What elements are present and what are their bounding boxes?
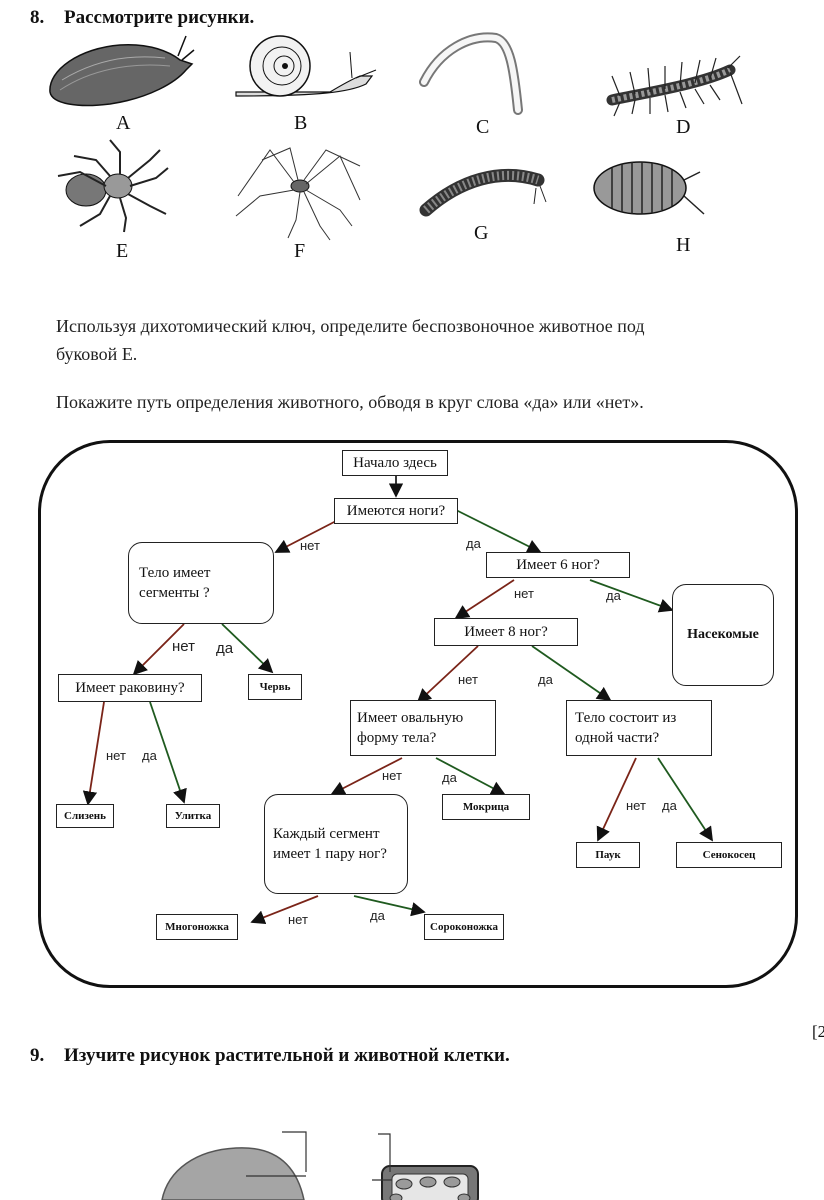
key-eight-legs: Имеет 8 ног?	[434, 618, 578, 646]
label-no-pair: нет	[288, 912, 308, 927]
key-insects: Насекомые	[672, 584, 774, 686]
label-no-shell: нет	[106, 748, 126, 763]
animal-label-g: G	[474, 222, 489, 244]
worm-icon	[419, 32, 523, 115]
question-8-number: 8.	[30, 7, 45, 28]
key-pair-of-legs-line2: имеет 1 пару ног?	[273, 846, 387, 862]
key-has-legs: Имеются ноги?	[334, 498, 458, 524]
label-yes-pair: да	[370, 908, 385, 923]
key-pair-of-legs: Каждый сегмент имеет 1 пару ног?	[264, 794, 408, 894]
key-millipede: Многоножка	[156, 914, 238, 940]
animal-label-h: H	[676, 234, 691, 256]
label-no-one-part: нет	[626, 798, 646, 813]
slug-icon	[49, 35, 195, 107]
label-no-oval: нет	[382, 768, 402, 783]
label-yes-eight: да	[538, 672, 553, 687]
key-oval-body: Имеет овальную форму тела?	[350, 700, 496, 756]
label-yes-legs: да	[466, 536, 481, 551]
animal-label-a: A	[116, 112, 131, 134]
key-body-segments-line1: Тело имеет	[139, 565, 211, 581]
spider-icon	[57, 139, 169, 233]
instruction-line-1: Используя дихотомический ключ, определит…	[56, 316, 645, 336]
key-oval-body-line2: форму тела?	[357, 730, 437, 746]
key-arrows	[82, 476, 713, 925]
centipede-icon	[606, 55, 743, 117]
key-woodlouse: Мокрица	[442, 794, 530, 820]
harvestman-icon	[235, 147, 361, 241]
woodlouse-icon	[593, 161, 705, 215]
label-yes-one-part: да	[662, 798, 677, 813]
label-yes-segments: да	[216, 640, 234, 657]
label-no-six: нет	[514, 586, 534, 601]
key-pair-of-legs-line1: Каждый сегмент	[273, 826, 380, 842]
key-body-segments-line2: сегменты ?	[139, 585, 210, 601]
label-yes-six: да	[606, 588, 621, 603]
label-no-segments: нет	[172, 638, 195, 655]
question-9-number: 9.	[30, 1045, 45, 1066]
key-one-part-line1: Тело состоит из	[575, 710, 677, 726]
key-one-part-line2: одной части?	[575, 730, 660, 746]
key-oval-body-line1: Имеет овальную	[357, 710, 464, 726]
animal-label-b: B	[294, 112, 308, 134]
key-worm: Червь	[248, 674, 302, 700]
dichotomous-key-frame	[38, 440, 798, 988]
question-8-title: Рассмотрите рисунки.	[64, 7, 255, 28]
key-harvestman: Сенокосец	[676, 842, 782, 868]
label-yes-shell: да	[142, 748, 157, 763]
animal-label-c: C	[476, 116, 490, 138]
key-one-part: Тело состоит из одной части?	[566, 700, 712, 756]
snail-icon	[235, 35, 377, 97]
label-no-eight: нет	[458, 672, 478, 687]
key-spider: Паук	[576, 842, 640, 868]
key-six-legs: Имеет 6 ног?	[486, 552, 630, 578]
animal-cell-icon	[161, 1131, 307, 1200]
instruction-line-2: буковой Е.	[56, 344, 138, 364]
score-margin-mark: [2	[812, 1022, 824, 1041]
label-no-legs: нет	[300, 538, 320, 553]
animal-drawings	[49, 32, 743, 241]
millipede-icon	[419, 168, 547, 217]
key-centipede: Сороконожка	[424, 914, 504, 940]
label-yes-oval: да	[442, 770, 457, 785]
key-body-segments: Тело имеет сегменты ?	[128, 542, 274, 624]
key-snail: Улитка	[166, 804, 220, 828]
animal-label-e: E	[116, 240, 129, 262]
key-has-shell: Имеет раковину?	[58, 674, 202, 702]
animal-label-f: F	[294, 240, 306, 262]
plant-cell-icon	[372, 1133, 479, 1200]
animal-label-d: D	[676, 116, 691, 138]
question-9-title: Изучите рисунок растительной и животной …	[64, 1045, 510, 1066]
key-slug: Слизень	[56, 804, 114, 828]
key-start: Начало здесь	[342, 450, 448, 476]
instruction-path: Покажите путь определения животного, обв…	[56, 392, 644, 412]
